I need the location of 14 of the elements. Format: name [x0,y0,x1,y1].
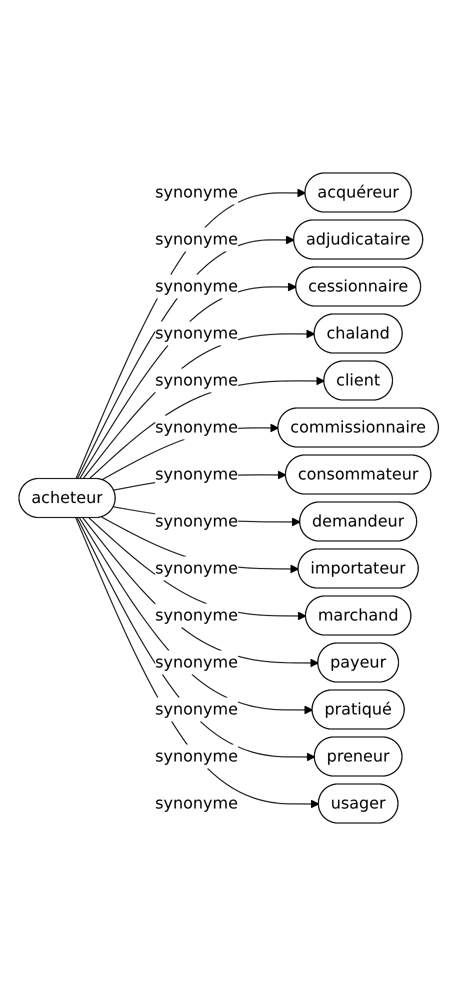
edge-label: synonyme [154,698,238,718]
edge-label: synonyme [154,416,238,436]
edge-label: synonyme [154,182,238,201]
edge-label: synonyme [154,604,238,624]
edge-label: synonyme [154,276,238,295]
edge-label: synonyme [154,792,238,812]
edge-label: synonyme [154,746,238,765]
edge-label: synonyme [154,558,238,577]
edge-label: synonyme [154,464,238,483]
edge-label: synonyme [154,652,238,671]
edge-label: synonyme [154,322,238,342]
edge-label: synonyme [154,229,238,248]
edge-label: synonyme [154,510,238,530]
edge-label: synonyme [154,370,238,389]
